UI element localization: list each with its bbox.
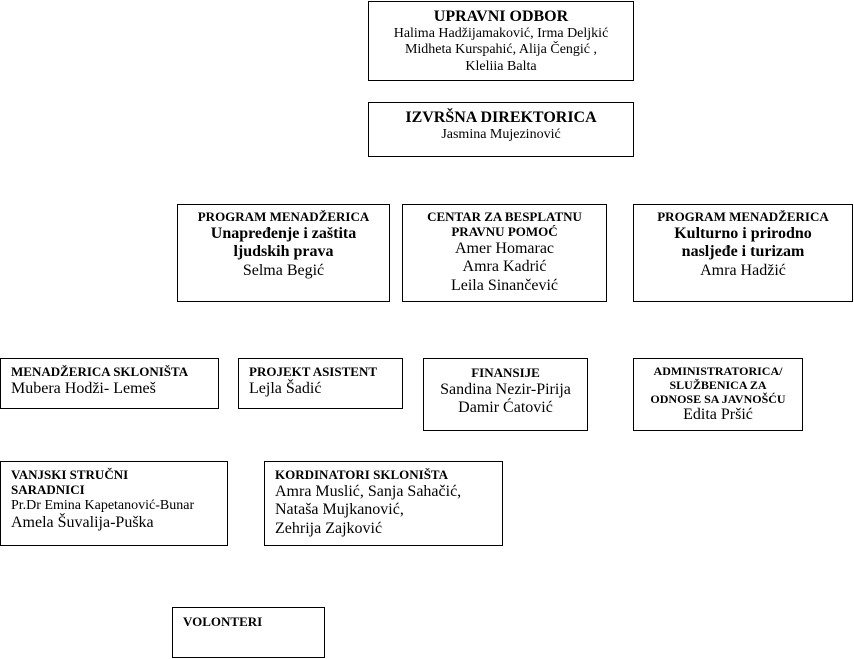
node-menadzerica-sklonista: MENADŽERICA SKLONIŠTA Mubera Hodži- Leme… xyxy=(0,358,219,409)
node-member: Amra Muslić, Sanja Sahačić, xyxy=(275,482,462,500)
node-member: Amela Šuvalija-Puška xyxy=(11,513,154,531)
node-finansije: FINANSIJE Sandina Nezir-Pirija Damir Ćat… xyxy=(423,358,588,431)
node-member: Halima Hadžijamaković, Irma Deljkić xyxy=(393,26,609,42)
node-member: Nataša Mujkanović, xyxy=(275,501,404,519)
node-member: Mubera Hodži- Lemeš xyxy=(11,379,156,397)
node-member: Amra Hadžić xyxy=(700,261,786,279)
node-title: UPRAVNI ODBOR xyxy=(433,8,569,25)
node-title: IZVRŠNA DIREKTORICA xyxy=(405,109,597,126)
node-title: MENADŽERICA SKLONIŠTA xyxy=(11,364,189,379)
node-member: Leila Sinančević xyxy=(450,276,559,294)
node-member: Sandina Nezir-Pirija xyxy=(440,380,571,398)
node-centar-pravna-pomoc: CENTAR ZA BESPLATNU PRAVNU POMOĆ Amer Ho… xyxy=(402,204,607,302)
node-member: Lejla Šadić xyxy=(249,379,322,397)
node-title: SARADNICI xyxy=(11,481,85,497)
node-program-menadzerica-2: PROGRAM MENADŽERICA Kulturno i prirodno … xyxy=(633,204,853,302)
node-title: PROGRAM MENADŽERICA xyxy=(197,209,370,224)
node-member: Damir Ćatović xyxy=(458,399,553,417)
node-projekt-asistent: PROJEKT ASISTENT Lejla Šadić xyxy=(238,358,403,409)
node-member: Jasmina Mujezinović xyxy=(441,127,561,143)
node-title: CENTAR ZA BESPLATNU xyxy=(427,209,582,224)
node-title: VANJSKI STRUČNI xyxy=(11,467,129,482)
node-title: KORDINATORI SKLONIŠTA xyxy=(275,467,449,482)
node-upravni-odbor: UPRAVNI ODBOR Halima Hadžijamaković, Irm… xyxy=(368,1,634,81)
node-program: ljudskih prava xyxy=(233,243,334,261)
node-title: PROJEKT ASISTENT xyxy=(249,364,378,379)
node-member: Pr.Dr Emina Kapetanović-Bunar xyxy=(11,497,195,513)
node-title: FINANSIJE xyxy=(471,365,540,380)
node-izvrsna-direktorica: IZVRŠNA DIREKTORICA Jasmina Mujezinović xyxy=(368,102,634,157)
node-program-menadzerica-1: PROGRAM MENADŽERICA Unapređenje i zaštit… xyxy=(177,204,390,302)
node-administratorica: ADMINISTRATORICA/ SLUŽBENICA ZA ODNOSE S… xyxy=(633,358,803,431)
node-vanjski-saradnici: VANJSKI STRUČNI SARADNICI Pr.Dr Emina Ka… xyxy=(0,461,228,546)
node-title: PRAVNU POMOĆ xyxy=(451,223,558,239)
node-member: Zehrija Zajković xyxy=(275,519,383,537)
node-title: ADMINISTRATORICA/ xyxy=(653,364,783,378)
node-title: ODNOSE SA JAVNOŠĆU xyxy=(650,391,786,406)
node-volonteri: VOLONTERI xyxy=(172,607,325,658)
node-member: Amer Homarac xyxy=(454,239,555,257)
node-member: Amra Kadrić xyxy=(462,258,547,276)
node-member: Selma Begić xyxy=(242,261,325,279)
node-program: nasljeđe i turizam xyxy=(681,243,805,261)
node-kordinatori-sklonista: KORDINATORI SKLONIŠTA Amra Muslić, Sanja… xyxy=(264,461,503,546)
node-title: SLUŽBENICA ZA xyxy=(669,377,767,392)
node-title: PROGRAM MENADŽERICA xyxy=(657,209,829,224)
node-member: Kleliia Balta xyxy=(465,58,537,74)
node-member: Edita Pršić xyxy=(683,406,753,424)
node-program: Unapređenje i zaštita xyxy=(210,224,357,242)
node-program: Kulturno i prirodno xyxy=(674,224,812,242)
node-title: VOLONTERI xyxy=(183,614,263,629)
node-member: Midheta Kurspahić, Alija Čengić , xyxy=(404,42,598,58)
